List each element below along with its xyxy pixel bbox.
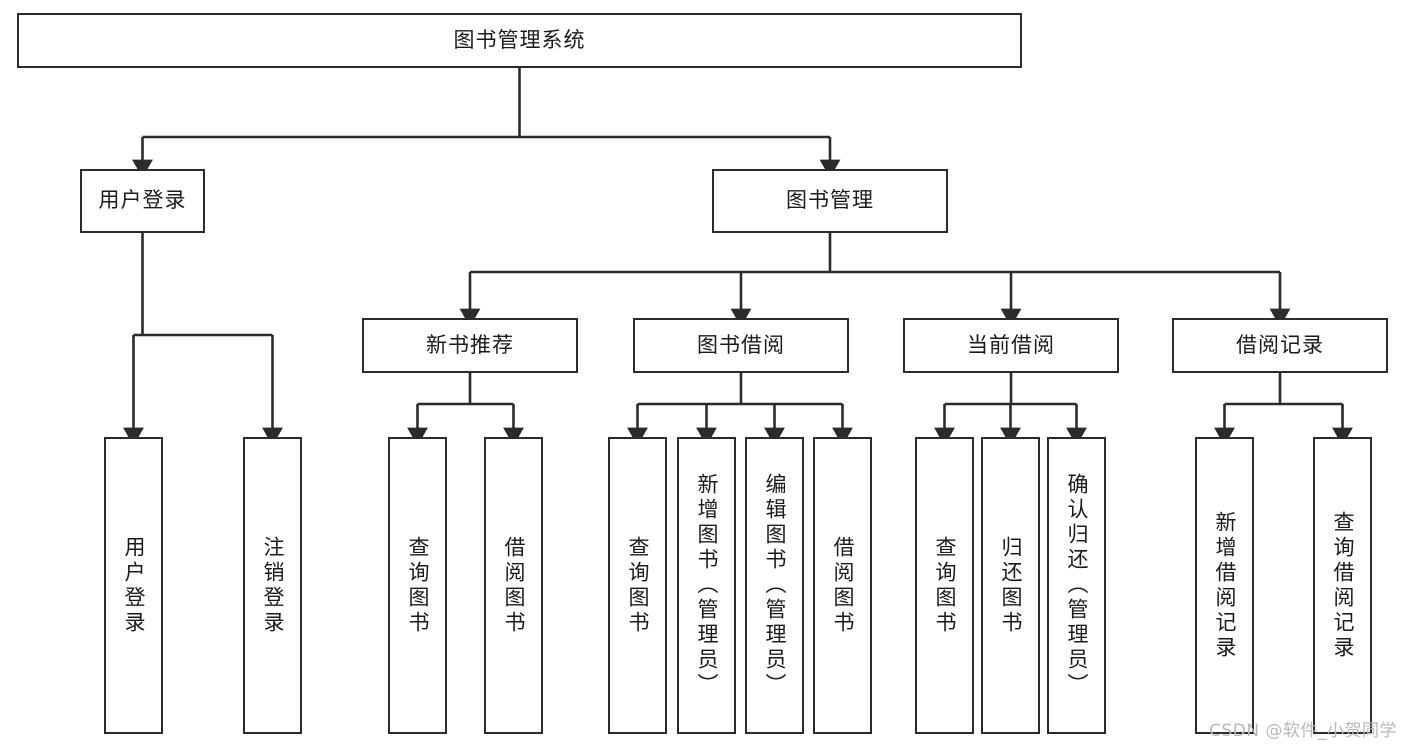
node-label: 查询图书 <box>933 535 957 636</box>
leaf-node-leaf-logout[interactable]: 注销登录 <box>243 437 302 734</box>
leaf-node-leaf-borrow-book-recommend[interactable]: 借阅图书 <box>484 437 543 734</box>
node-label: 用户登录 <box>98 188 187 213</box>
node-label: 图书借阅 <box>697 332 785 357</box>
branch-node-borrow-records[interactable]: 借阅记录 <box>1172 318 1388 373</box>
leaf-node-leaf-user-login[interactable]: 用户登录 <box>104 437 163 734</box>
branch-node-book-borrow[interactable]: 图书借阅 <box>633 318 849 373</box>
branch-node-user-login[interactable]: 用户登录 <box>80 169 205 233</box>
branch-node-current-borrow[interactable]: 当前借阅 <box>903 318 1119 373</box>
node-label: 查询图书 <box>626 535 650 636</box>
leaf-node-leaf-borrow-book[interactable]: 借阅图书 <box>813 437 872 734</box>
node-label: 当前借阅 <box>967 332 1055 357</box>
leaf-node-leaf-query-book-recommend[interactable]: 查询图书 <box>388 437 447 734</box>
node-label: 借阅记录 <box>1236 332 1324 357</box>
leaf-node-leaf-query-book-current[interactable]: 查询图书 <box>915 437 974 734</box>
leaf-node-leaf-confirm-return-admin[interactable]: 确认归还（管理员） <box>1047 437 1106 734</box>
node-label: 用户登录 <box>122 535 146 636</box>
node-label: 归还图书 <box>999 535 1023 636</box>
node-label: 图书管理 <box>786 188 874 213</box>
node-label: 查询图书 <box>406 535 430 636</box>
node-label: 注销登录 <box>261 535 285 636</box>
leaf-node-leaf-add-book-admin[interactable]: 新增图书（管理员） <box>677 437 736 734</box>
node-label: 新增图书（管理员） <box>695 473 719 698</box>
watermark-label: CSDN @软件_小贺同学 <box>1209 721 1397 741</box>
root-node-root[interactable]: 图书管理系统 <box>17 13 1022 68</box>
leaf-node-leaf-add-borrow-record[interactable]: 新增借阅记录 <box>1195 437 1254 734</box>
node-label: 借阅图书 <box>502 535 526 636</box>
branch-node-new-book-recommend[interactable]: 新书推荐 <box>362 318 578 373</box>
node-label: 借阅图书 <box>831 535 855 636</box>
node-label: 查询借阅记录 <box>1331 510 1355 661</box>
leaf-node-leaf-query-book-borrow[interactable]: 查询图书 <box>608 437 667 734</box>
leaf-node-leaf-edit-book-admin[interactable]: 编辑图书（管理员） <box>745 437 804 734</box>
node-label: 新书推荐 <box>426 332 514 357</box>
node-label: 图书管理系统 <box>453 27 586 52</box>
node-label: 编辑图书（管理员） <box>763 473 787 698</box>
node-label: 确认归还（管理员） <box>1065 473 1089 698</box>
branch-node-book-management[interactable]: 图书管理 <box>712 169 948 233</box>
leaf-node-leaf-return-book[interactable]: 归还图书 <box>981 437 1040 734</box>
leaf-node-leaf-query-borrow-record[interactable]: 查询借阅记录 <box>1313 437 1372 734</box>
node-label: 新增借阅记录 <box>1213 510 1237 661</box>
